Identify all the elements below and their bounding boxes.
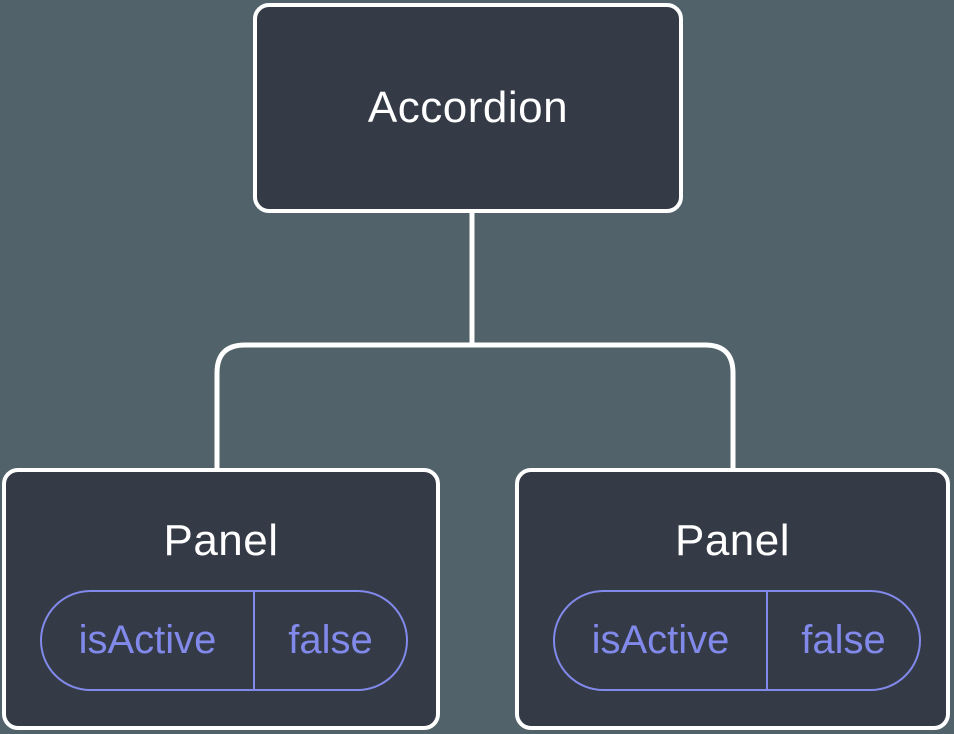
- state-value: false: [801, 618, 886, 662]
- node-panel-right-label: Panel: [674, 516, 791, 565]
- node-panel-left: Panel isActive false: [2, 468, 440, 730]
- node-accordion: Accordion: [253, 3, 683, 213]
- state-pill: isActive false: [553, 590, 921, 691]
- node-panel-right: Panel isActive false: [515, 468, 950, 730]
- node-accordion-label: Accordion: [367, 83, 569, 132]
- state-key: isActive: [42, 592, 255, 689]
- state-key: isActive: [555, 592, 768, 689]
- state-pill: isActive false: [40, 590, 408, 691]
- state-value: false: [288, 618, 373, 662]
- node-panel-left-label: Panel: [163, 516, 279, 565]
- connector-branch-bracket: [214, 342, 736, 469]
